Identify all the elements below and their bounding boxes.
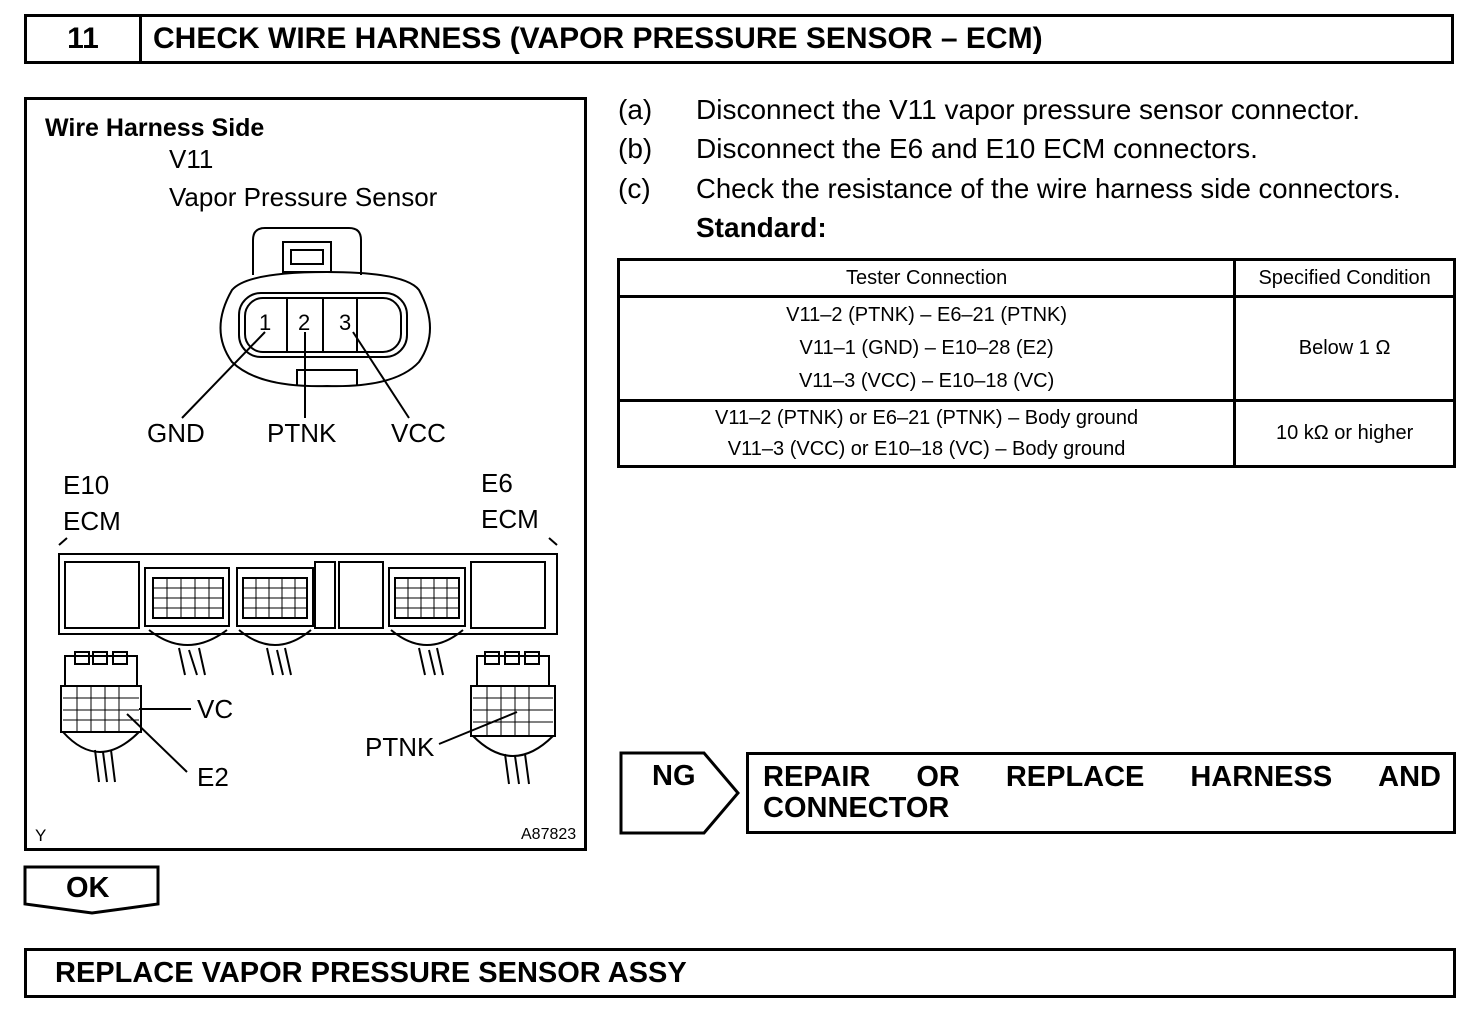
diagram-heading: Wire Harness Side — [45, 114, 265, 142]
pin-label-vcc: VCC — [391, 418, 446, 448]
sensor-connector-id: V11 — [169, 144, 214, 174]
terminal-ptnk-label: PTNK — [365, 732, 435, 762]
step-title: CHECK WIRE HARNESS (VAPOR PRESSURE SENSO… — [153, 22, 1043, 55]
connection-line: V11–3 (VCC) – E10–18 (VC) — [798, 370, 1055, 392]
ng-action-line1: REPAIR OR REPLACE HARNESS AND — [763, 761, 1441, 794]
sensor-body — [219, 270, 431, 388]
ecm-blank-middle — [338, 561, 384, 629]
connection-line: V11–1 (GND) – E10–28 (E2) — [799, 337, 1054, 359]
step-number: 11 — [27, 17, 142, 61]
terminal-e2-label: E2 — [197, 762, 229, 792]
ng-word: REPLACE — [1005, 761, 1145, 793]
connection-cell: V11–2 (PTNK) – E6–21 (PTNK) V11–1 (GND) … — [616, 295, 1237, 402]
sensor-name: Vapor Pressure Sensor — [169, 182, 438, 212]
connection-line: V11–2 (PTNK) or E6–21 (PTNK) – Body grou… — [715, 406, 1139, 429]
ok-label: OK — [66, 872, 110, 904]
connection-line: V11–3 (VCC) or E10–18 (VC) – Body ground — [727, 437, 1126, 460]
corner-mark: Y — [35, 826, 47, 845]
pin-label-gnd: GND — [147, 418, 205, 448]
table-header-row: Tester Connection Specified Condition — [616, 258, 1456, 298]
instruction-b-text: Disconnect the E6 and E10 ECM connectors… — [696, 133, 1258, 164]
spec-table: Tester Connection Specified Condition V1… — [616, 258, 1456, 468]
condition-cell: 10 kΩ or higher — [1233, 399, 1456, 468]
instruction-c-text: Check the resistance of the wire harness… — [696, 173, 1401, 204]
step-header: 11 CHECK WIRE HARNESS (VAPOR PRESSURE SE… — [24, 14, 1454, 64]
ng-word: HARNESS — [1190, 761, 1333, 793]
e2-leader — [126, 713, 188, 773]
gnd-leader — [181, 331, 266, 419]
sensor-latch-outline — [252, 227, 362, 275]
ng-arrow-box — [619, 751, 740, 835]
wiring-diagram: Wire Harness Side V11 Vapor Pressure Sen… — [24, 97, 587, 851]
ecm-right-name: ECM — [481, 504, 539, 534]
instruction-a-text: Disconnect the V11 vapor pressure sensor… — [696, 94, 1361, 125]
connection-line: V11–2 (PTNK) – E6–21 (PTNK) — [786, 304, 1068, 326]
standard-label: Standard: — [696, 212, 827, 243]
ecm-right-connector-id: E6 — [481, 468, 513, 498]
table-row: V11–2 (PTNK) – E6–21 (PTNK) V11–1 (GND) … — [616, 295, 1456, 402]
ng-action-box: REPAIR OR REPLACE HARNESS AND CONNECTOR — [746, 752, 1456, 834]
ng-word: REPAIR — [763, 761, 871, 793]
pin-2: 2 — [298, 310, 311, 335]
ecm-connector-2 — [236, 567, 314, 676]
connector-drawing — [58, 227, 558, 785]
ecm-connector-3 — [388, 567, 466, 676]
ecm-blank-right — [470, 561, 546, 629]
ng-label: NG — [652, 760, 696, 792]
condition-cell: Below 1 Ω — [1233, 295, 1456, 402]
pin-3: 3 — [339, 310, 352, 335]
instruction-a: (a) Disconnect the V11 vapor pressure se… — [618, 94, 1458, 134]
e10-connector — [60, 651, 142, 783]
terminal-vc-label: VC — [197, 694, 234, 724]
ptnk-terminal-leader — [438, 711, 518, 745]
header-tester-connection: Tester Connection — [616, 258, 1237, 298]
ok-arrow-box — [23, 865, 160, 915]
ng-word: AND — [1378, 761, 1441, 793]
instruction-b-label: (b) — [618, 133, 653, 164]
connection-cell: V11–2 (PTNK) or E6–21 (PTNK) – Body grou… — [616, 399, 1237, 468]
ecm-left-connector-id: E10 — [63, 470, 110, 500]
table-row: V11–2 (PTNK) or E6–21 (PTNK) – Body grou… — [616, 399, 1456, 468]
ecm-connector-1 — [144, 567, 230, 676]
instruction-b: (b) Disconnect the E6 and E10 ECM connec… — [618, 133, 1458, 173]
e6-connector — [470, 651, 556, 785]
ng-action-line2: CONNECTOR — [763, 792, 950, 824]
ecm-blank-left — [64, 561, 140, 629]
ecm-left-name: ECM — [63, 506, 121, 536]
header-specified-condition: Specified Condition — [1233, 258, 1456, 298]
vcc-leader — [352, 331, 410, 419]
instruction-c: (c) Check the resistance of the wire har… — [618, 173, 1458, 213]
pin-1: 1 — [259, 310, 272, 335]
instruction-a-label: (a) — [618, 94, 653, 125]
figure-id: A87823 — [521, 826, 577, 843]
instruction-c-label: (c) — [618, 173, 651, 204]
ng-word: OR — [916, 761, 960, 793]
final-action-box: REPLACE VAPOR PRESSURE SENSOR ASSY — [24, 948, 1456, 998]
ecm-body — [58, 553, 558, 635]
pin-label-ptnk: PTNK — [267, 418, 337, 448]
